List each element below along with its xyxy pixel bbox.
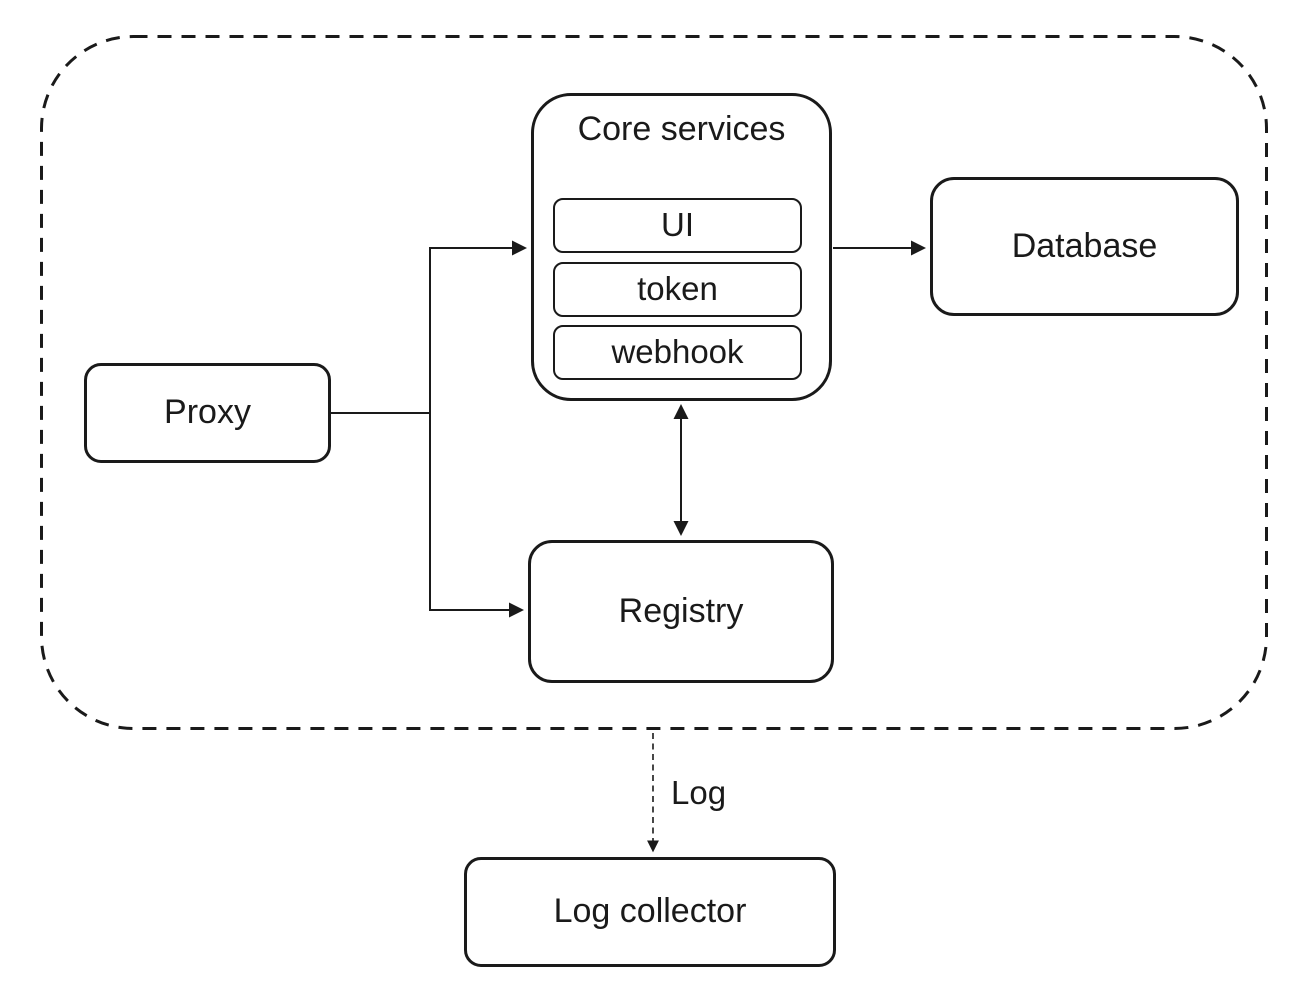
edge-label-log: Log (671, 774, 727, 811)
node-core-services: Core services UI token webhook (531, 93, 832, 401)
node-registry: Registry (528, 540, 834, 683)
node-webhook-label: webhook (611, 333, 744, 371)
node-registry-label: Registry (618, 591, 744, 630)
node-ui-label: UI (661, 206, 694, 244)
node-token: token (553, 262, 802, 317)
node-webhook: webhook (553, 325, 802, 380)
node-proxy: Proxy (84, 363, 331, 463)
node-core-services-title: Core services (577, 110, 786, 148)
node-log-collector: Log collector (464, 857, 836, 967)
node-ui: UI (553, 198, 802, 253)
node-token-label: token (637, 270, 718, 308)
connector-proxy-registry (429, 413, 524, 618)
node-proxy-label: Proxy (164, 393, 251, 432)
node-database-label: Database (1011, 226, 1158, 265)
node-database: Database (930, 177, 1239, 316)
connector-proxy-core-services (429, 240, 527, 413)
node-log-collector-label: Log collector (553, 892, 747, 931)
system-boundary (40, 35, 1268, 730)
